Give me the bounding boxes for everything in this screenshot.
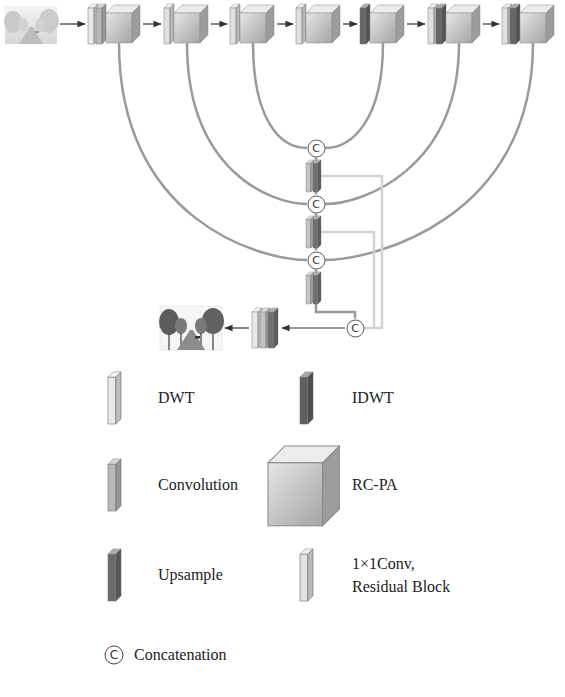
skip-line — [253, 43, 307, 148]
skip-line — [325, 43, 459, 204]
road — [19, 27, 43, 44]
legend-text: RC-PA — [352, 476, 398, 493]
dehazed-output-image — [159, 306, 224, 350]
tree — [35, 18, 45, 32]
flow-arrow — [343, 23, 357, 24]
hazy-input-image — [4, 6, 59, 44]
concat-circle — [347, 320, 364, 337]
rcpa-cube — [106, 5, 140, 43]
fusion-lines — [321, 176, 382, 328]
conv-slab — [306, 272, 314, 304]
legend-text: Concatenation — [134, 646, 226, 663]
dwt-slab — [164, 4, 174, 44]
legend-entry: Convolution — [158, 473, 238, 496]
legend-entry: IDWT — [352, 386, 394, 409]
concat-circle — [308, 252, 325, 269]
concat-symbol: C — [351, 323, 359, 334]
idwt-slab — [510, 4, 520, 44]
rcpa-cube — [306, 5, 340, 43]
rcpa-cube — [240, 5, 274, 43]
skip-line — [119, 43, 307, 260]
legend-entry: 1×1Conv, Residual Block — [352, 552, 462, 598]
flow-arrow — [60, 23, 85, 24]
upsample-slab — [268, 308, 278, 348]
flow-arrow — [282, 327, 345, 328]
rcpa-cube — [174, 5, 208, 43]
idwt-sample — [300, 372, 313, 424]
concat-node: C — [307, 139, 326, 158]
idwt-slab — [360, 4, 370, 44]
flow-arrow — [483, 23, 499, 24]
legend-text: IDWT — [352, 389, 394, 406]
car — [35, 31, 39, 33]
dwt-sample — [108, 372, 121, 424]
upsample-slab — [313, 160, 321, 192]
skip-line — [325, 43, 383, 148]
flow-arrow — [277, 23, 293, 24]
concat-circle — [308, 140, 325, 157]
road — [177, 330, 205, 350]
output-stage — [225, 308, 345, 348]
flow-arrow — [143, 23, 161, 24]
tree — [18, 18, 28, 32]
concat-node: C — [346, 319, 365, 338]
rcpa-sample — [268, 446, 339, 526]
concat-node: C — [307, 195, 326, 214]
concat-node: C — [307, 251, 326, 270]
conv-sample — [108, 459, 121, 511]
decoder-blocks — [306, 160, 321, 304]
concat-circle — [308, 196, 325, 213]
rcpa-cube — [520, 5, 554, 43]
legend-text: 1×1Conv, Residual Block — [352, 555, 450, 595]
skip-line — [325, 43, 533, 260]
tree — [195, 318, 207, 334]
legend-entry: RC-PA — [352, 473, 398, 496]
flow-arrow — [225, 327, 249, 328]
concat-symbol: C — [312, 255, 320, 266]
flow-arrow — [211, 23, 227, 24]
conv-slab — [96, 4, 106, 44]
fusion-line — [321, 176, 382, 328]
legend-symbol-letter: C — [110, 649, 118, 661]
conv1x1-sample — [300, 549, 313, 601]
tree — [175, 318, 187, 334]
dwt-slab — [230, 4, 240, 44]
encoder-row — [60, 4, 554, 44]
legend-samples — [105, 372, 339, 664]
skip-lines — [119, 43, 533, 260]
fusion-line — [321, 232, 374, 328]
upsample-slab — [313, 216, 321, 248]
flow-arrow — [407, 23, 425, 24]
car — [195, 336, 200, 339]
rcpa-cube — [446, 5, 480, 43]
feature-connector — [316, 270, 355, 319]
conv-slab — [306, 216, 314, 248]
skip-line — [187, 43, 307, 204]
concat-symbol: C — [312, 143, 320, 154]
legend-entry: Concatenation — [134, 643, 226, 666]
upsample-slab — [313, 272, 321, 304]
rcpa-cube — [370, 5, 404, 43]
legend-entry: Upsample — [158, 563, 223, 586]
conv-slab — [306, 160, 314, 192]
legend-text: Convolution — [158, 476, 238, 493]
idwt-slab — [436, 4, 446, 44]
concat-sample — [105, 646, 123, 664]
legend-entry: DWT — [158, 386, 194, 409]
upsample-sample — [108, 549, 121, 601]
concat-symbol: C — [312, 199, 320, 210]
dwt-slab — [296, 4, 306, 44]
legend-text: Upsample — [158, 566, 223, 583]
legend-text: DWT — [158, 389, 194, 406]
